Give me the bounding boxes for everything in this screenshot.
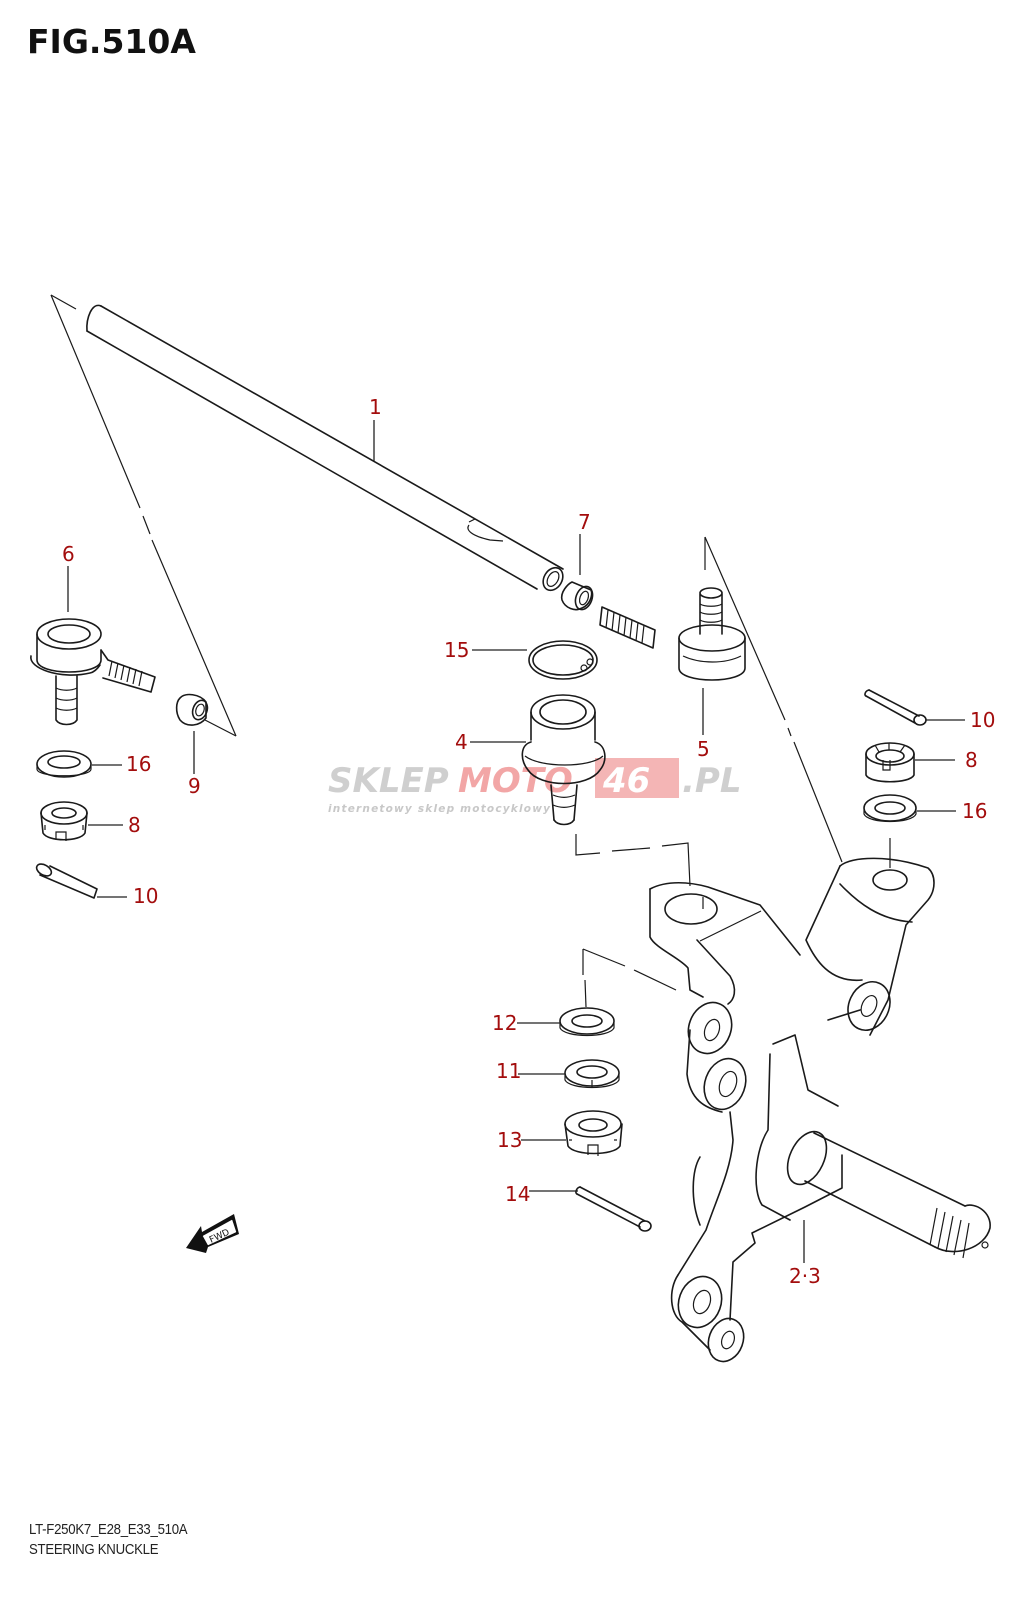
callout-11[interactable]: 11 (496, 1059, 565, 1083)
part-1-tie-rod (86, 304, 564, 592)
callout-4[interactable]: 4 (455, 730, 526, 754)
callout-label[interactable]: 8 (965, 748, 978, 772)
callout-label[interactable]: 14 (505, 1182, 530, 1206)
part-7-nut (560, 581, 594, 611)
figure-footer: LT-F250K7_E28_E33_510A STEERING KNUCKLE (29, 1520, 188, 1560)
part-5-tie-rod-end (599, 587, 746, 681)
callout-label[interactable]: 12 (492, 1011, 517, 1035)
callout-12[interactable]: 12 (492, 1011, 560, 1035)
forward-direction-arrow-icon: FWD (186, 1214, 239, 1253)
callout-14[interactable]: 14 (505, 1182, 578, 1206)
part-4-ball-joint (521, 694, 606, 826)
callout-10-left[interactable]: 10 (97, 884, 158, 908)
part-8-castle-nut-right (865, 742, 915, 783)
part-16-washer-right (863, 794, 917, 868)
watermark-text-46: 46 (602, 761, 650, 801)
callout-label[interactable]: 2·3 (789, 1264, 821, 1288)
callout-label[interactable]: 1 (369, 395, 382, 419)
assembly-line-right (704, 536, 843, 863)
callout-label[interactable]: 10 (133, 884, 158, 908)
callout-label[interactable]: 15 (444, 638, 469, 662)
figure-code: LT-F250K7_E28_E33_510A (29, 1521, 188, 1538)
figure-title: FIG.510A (27, 22, 196, 61)
watermark-tagline: internetowy sklep motocyklowy (328, 803, 551, 815)
part-13-castle-nut (564, 1110, 623, 1156)
assembly-line-left (50, 294, 237, 737)
part-6-tie-rod-end (30, 618, 156, 726)
callout-16-right[interactable]: 16 (917, 799, 987, 823)
callout-2-3[interactable]: 2·3 (789, 1220, 821, 1288)
callouts: 1 6 7 15 4 5 16 9 (62, 395, 995, 1288)
callout-7[interactable]: 7 (578, 510, 591, 575)
part-14-cotter-pin (575, 1186, 652, 1232)
callout-label[interactable]: 5 (697, 737, 710, 761)
callout-label[interactable]: 4 (455, 730, 468, 754)
watermark-text-moto: MOTO (458, 761, 573, 801)
watermark-badge (595, 758, 679, 798)
watermark: SKLEP MOTO 46 .PL internetowy sklep moto… (328, 758, 742, 815)
callout-label[interactable]: 7 (578, 510, 591, 534)
watermark-text-sklep: SKLEP (328, 761, 449, 801)
part-8-castle-nut-left (40, 801, 88, 841)
callout-8-right[interactable]: 8 (915, 748, 978, 772)
callout-9[interactable]: 9 (188, 731, 201, 798)
callout-10-right[interactable]: 10 (926, 708, 995, 732)
part-16-washer-left (36, 750, 92, 778)
callout-label[interactable]: 16 (962, 799, 987, 823)
callout-15[interactable]: 15 (444, 638, 527, 662)
callout-label[interactable]: 13 (497, 1128, 522, 1152)
callout-label[interactable]: 16 (126, 752, 151, 776)
part-10-cotter-pin-right (864, 689, 927, 726)
part-9-nut (175, 693, 209, 726)
callout-label[interactable]: 6 (62, 542, 75, 566)
callout-label[interactable]: 8 (128, 813, 141, 837)
callout-5[interactable]: 5 (697, 688, 710, 761)
part-2-3-steering-knuckle (649, 857, 991, 1363)
callout-1[interactable]: 1 (369, 395, 382, 461)
callout-label[interactable]: 10 (970, 708, 995, 732)
assembly-lines-dashed (575, 834, 691, 991)
part-11-lock-washer (564, 1059, 620, 1089)
callout-13[interactable]: 13 (497, 1128, 566, 1152)
watermark-text-pl: .PL (682, 761, 742, 801)
part-10-cotter-pin-left (35, 863, 98, 899)
callout-16-left[interactable]: 16 (92, 752, 151, 776)
callout-6[interactable]: 6 (62, 542, 75, 612)
figure-name: STEERING KNUCKLE (29, 1541, 159, 1558)
part-15-circlip (528, 640, 598, 680)
callout-label[interactable]: 9 (188, 774, 201, 798)
part-12-washer (559, 979, 615, 1037)
callout-label[interactable]: 11 (496, 1059, 521, 1083)
callout-8-left[interactable]: 8 (88, 813, 141, 837)
